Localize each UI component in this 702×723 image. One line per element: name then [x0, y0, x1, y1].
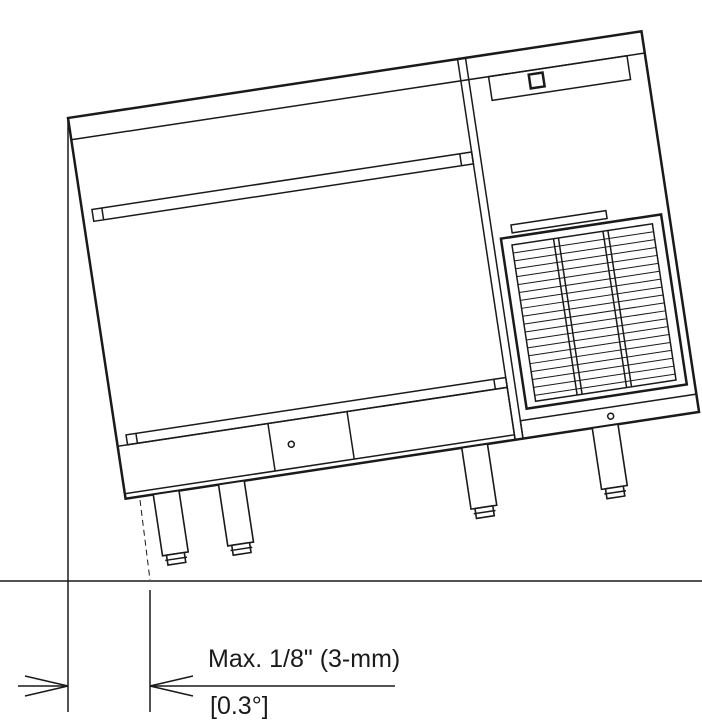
max-offset-label: Max. 1/8" (3-mm): [208, 645, 400, 673]
door-lower-rail: [125, 376, 509, 446]
control-panel: [487, 54, 632, 102]
leg-front-left: [152, 489, 190, 566]
leg-rear-right: [591, 423, 629, 500]
leg-front-center: [217, 479, 255, 557]
max-angle-label: [0.3°]: [210, 692, 269, 720]
grille-header: [510, 209, 608, 234]
base-skirt: [116, 386, 516, 500]
dimension-arrows: [18, 675, 395, 697]
display-screen: [527, 71, 547, 90]
leg-rear-center: [460, 443, 498, 520]
door-upper-rail: [91, 151, 475, 223]
cabinet-edge-extension: [139, 499, 151, 581]
ice-machine-cabinet: [66, 29, 701, 566]
grille-louvers: [513, 231, 676, 396]
condenser-grille: [499, 212, 689, 411]
